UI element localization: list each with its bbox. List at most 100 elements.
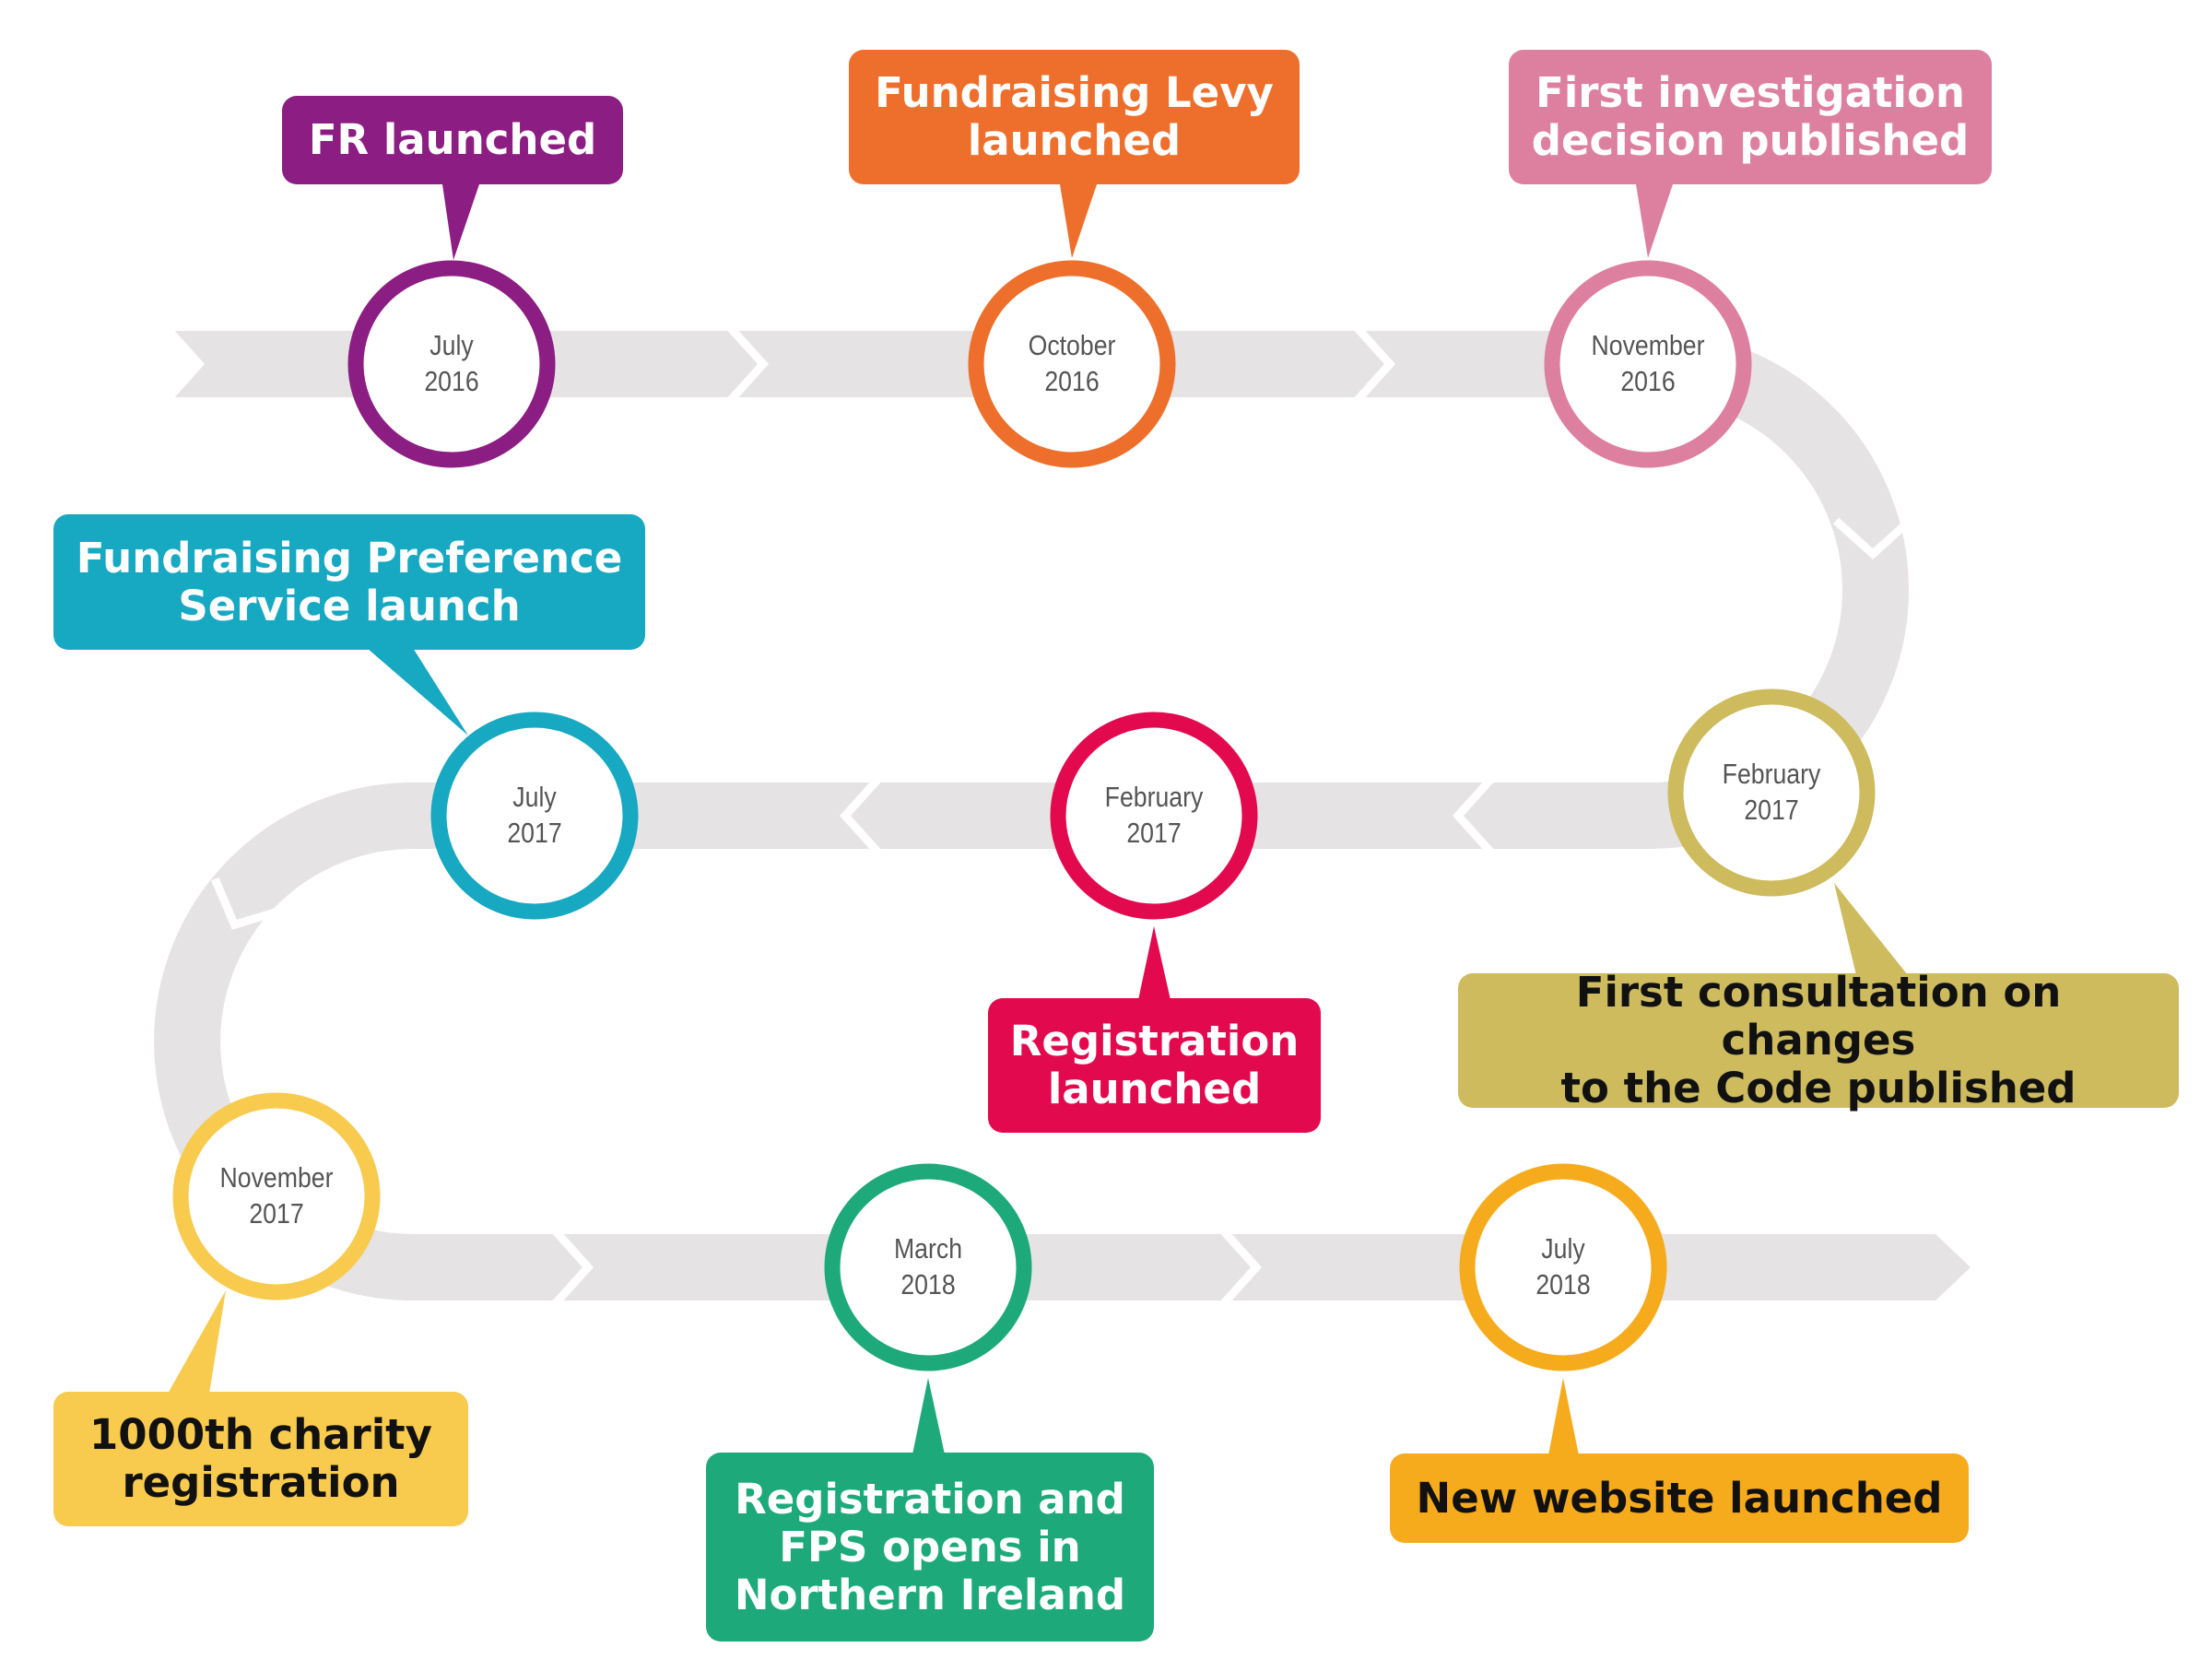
date-year: 2018 [900,1268,956,1300]
track-chevron [839,775,882,856]
jul-2017-ring [430,712,639,920]
nov-2017-callout-pointer [168,1290,226,1394]
callout-line: to the Code published [1560,1064,2077,1112]
oct-2016-date: October 2016 [993,327,1151,399]
date-month: July [1541,1232,1585,1265]
callout-line: launched [967,116,1182,165]
callout-line: First consultation on changes [1575,968,2062,1065]
callout-line: Northern Ireland [734,1570,1126,1619]
track-chevron [1219,1227,1263,1308]
jul-2016-callout-pointer [442,184,479,260]
track-chevron [551,1227,594,1308]
callout-line: Fundraising Preference [76,533,623,582]
mar-2018-ring [824,1163,1032,1371]
callout-text: New website launched [1416,1473,1943,1523]
nov-2016-date: November 2016 [1569,327,1727,399]
date-month: October [1028,329,1116,361]
oct-2016-ring [968,260,1176,468]
jul-2018-ring [1459,1163,1667,1371]
track-chevron-line [211,877,284,930]
jul-2016-date: July 2016 [372,327,531,399]
track-chevron [1452,775,1495,856]
callout-line: 1000th charity [89,1410,432,1459]
callout-line: Service launch [178,581,521,630]
track-chevron [1353,324,1396,405]
date-year: 2016 [1620,365,1676,397]
track-chevron-line [1219,1227,1263,1308]
jul-2017-date: July 2017 [455,779,614,851]
track-chevron-line [726,324,770,405]
track-chevron-line [839,775,882,856]
date-year: 2016 [1044,365,1100,397]
track-chevron-line [1832,517,1913,560]
callout-line: New website launched [1416,1473,1943,1523]
callout-line: registration [122,1458,400,1507]
callout-text: FR launched [309,116,596,164]
date-month: November [219,1161,334,1194]
track-chevron-line [551,1227,594,1308]
jul-2018-callout-pointer [1548,1378,1579,1455]
callout-line: Fundraising Levy [875,68,1274,117]
callout-line: First investigation [1535,68,1965,117]
jul-2017-callout-pointer [367,648,468,735]
date-month: November [1591,329,1705,361]
feb-2017-right-ring [1667,688,1876,897]
date-month: July [512,781,557,813]
jul-2016-ring [347,260,556,468]
date-month: February [1722,758,1821,790]
date-year: 2016 [424,365,479,397]
feb-2017-mid-date: February 2017 [1075,779,1233,851]
mar-2018-callout-pointer [912,1378,945,1454]
track-chevron-line [1353,324,1396,405]
callout-line: decision published [1531,116,1970,165]
feb-2017-right-date: February 2017 [1692,756,1851,828]
nov-2016-callout-pointer [1636,184,1673,258]
date-year: 2018 [1535,1268,1591,1300]
date-month: July [429,329,474,361]
date-month: March [893,1232,963,1265]
jul-2018-callout: New website launched [1390,1453,1969,1543]
callout-line: Registration and [735,1474,1125,1524]
date-year: 2017 [507,817,562,849]
track-end-arrow [1924,1234,1971,1300]
nov-2016-ring [1544,260,1752,468]
feb-2017-mid-callout-pointer [1138,926,1171,1000]
date-month: February [1104,781,1204,813]
date-year: 2017 [1744,794,1799,826]
track-chevron [726,324,770,405]
feb-2017-right-callout-pointer [1834,883,1908,975]
date-year: 2017 [1126,817,1182,849]
callout-line: FPS opens in [779,1522,1081,1571]
feb-2017-mid-ring [1050,712,1258,920]
track-chevron [1832,517,1913,560]
callout-line: FR launched [308,115,597,164]
track-chevron-line [1452,775,1495,856]
callout-line: Registration [1009,1017,1300,1065]
track-chevron [211,877,284,930]
callout-line: launched [1047,1065,1262,1113]
jul-2016-callout: FR launched [282,96,623,184]
nov-2017-ring [172,1092,381,1300]
track-start-notch [173,329,205,399]
oct-2016-callout-pointer [1060,184,1097,258]
date-year: 2017 [249,1197,304,1230]
